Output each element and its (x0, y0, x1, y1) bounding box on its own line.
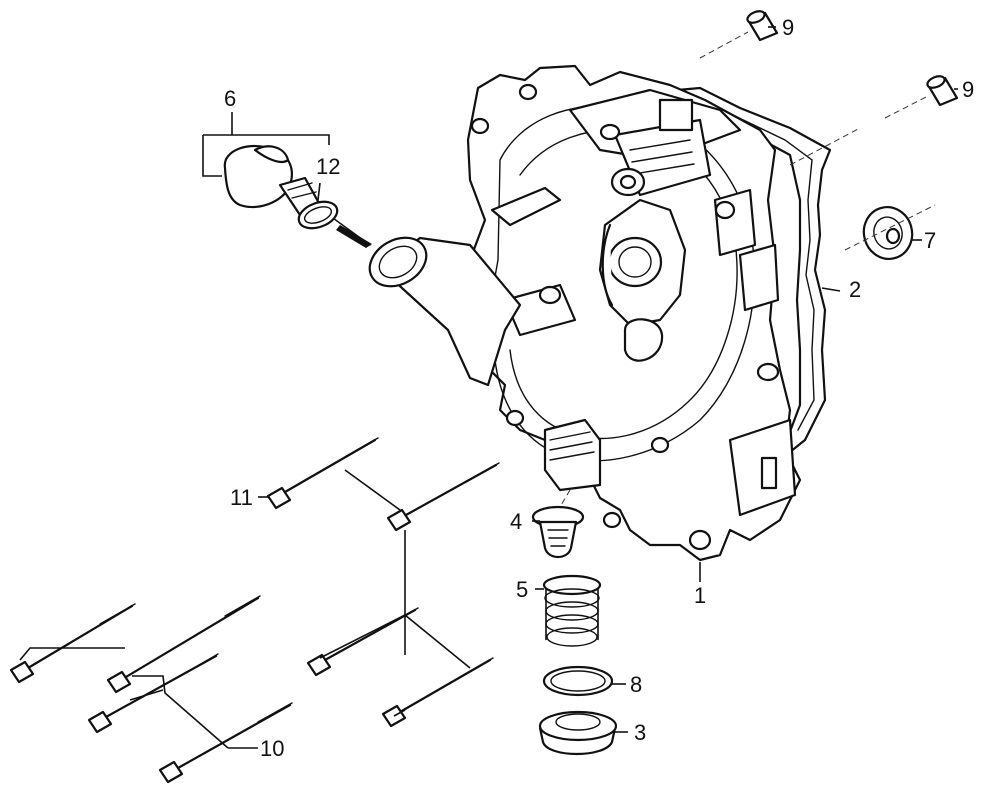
oil-level-gauge (223, 145, 372, 248)
callouts: 1 2 3 4 5 6 7 8 9 9 10 11 12 (224, 15, 974, 761)
callout-9-right: 9 (962, 77, 974, 102)
leader-lines (202, 26, 958, 749)
callout-3: 3 (634, 720, 646, 745)
callout-4: 4 (510, 509, 522, 534)
oil-strainer-screen (531, 489, 585, 559)
callout-10: 10 (260, 736, 284, 761)
dowel-pin-right (789, 75, 959, 166)
bolt-c (381, 657, 494, 728)
strainer-spring (542, 574, 602, 647)
crankcase-right-cover (460, 64, 802, 562)
callout-1: 1 (694, 583, 706, 608)
callout-11: 11 (230, 485, 253, 510)
oil-seal (844, 204, 936, 260)
callout-2: 2 (849, 277, 861, 302)
bolt-b (306, 607, 419, 677)
bolt-group (9, 437, 500, 784)
bolt-g (158, 702, 293, 784)
bolt-a (386, 462, 500, 532)
callout-7: 7 (924, 228, 936, 253)
callout-5: 5 (516, 577, 528, 602)
o-ring-12 (297, 200, 339, 230)
callout-6: 6 (224, 86, 236, 111)
strainer-cap (538, 710, 618, 756)
o-ring-8 (542, 665, 614, 697)
callout-9-upper: 9 (782, 15, 794, 40)
callout-8: 8 (630, 672, 642, 697)
bolt-e (106, 595, 261, 694)
bolt-d (9, 603, 136, 684)
dowel-pin-upper (699, 10, 779, 59)
oil-filler-neck (368, 236, 522, 387)
bolt-f (87, 653, 219, 734)
callout-12: 12 (316, 154, 340, 179)
bolt-11 (266, 437, 379, 510)
